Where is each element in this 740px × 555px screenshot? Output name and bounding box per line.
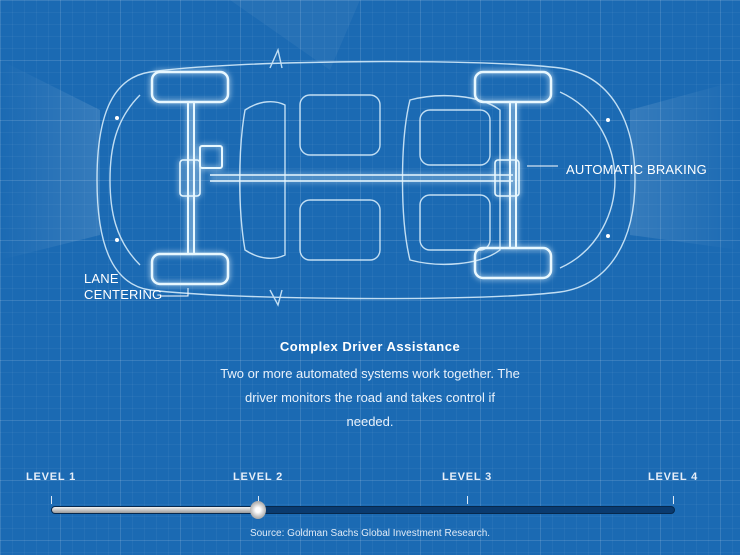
automatic-braking-label: AUTOMATIC BRAKING	[566, 162, 707, 177]
level-4-tick	[673, 496, 674, 504]
seat	[299, 94, 381, 156]
level-slider-handle[interactable]	[250, 501, 267, 519]
source-note: Source: Goldman Sachs Global Investment …	[249, 528, 491, 539]
drive-shaft	[210, 174, 513, 182]
rear-window	[239, 101, 286, 259]
windshield	[401, 95, 501, 265]
wheel	[473, 246, 553, 280]
level-1-label[interactable]: LEVEL 1	[25, 471, 77, 483]
level-2-tick	[258, 496, 259, 504]
lane-leader-line	[160, 288, 189, 297]
wheel	[150, 70, 230, 104]
rear-beam	[230, 0, 360, 70]
level-4-label[interactable]: LEVEL 4	[647, 471, 699, 483]
seat	[299, 199, 381, 261]
car-body-outline	[96, 60, 636, 300]
rear-axle	[187, 102, 195, 254]
lane-centering-label: LANE CENTERING	[84, 271, 162, 303]
motor	[199, 145, 223, 169]
lane-centering-line1: LANE	[84, 271, 119, 286]
level-1-tick	[51, 496, 52, 504]
lane-centering-line2: CENTERING	[84, 287, 163, 302]
wheel	[150, 252, 230, 286]
level-3-tick	[467, 496, 468, 504]
right-sensor-beam	[630, 80, 740, 250]
left-sensor-beam	[0, 60, 100, 260]
level-title: Complex Driver Assistance	[279, 339, 461, 354]
seat	[419, 109, 491, 166]
car-illustration	[0, 0, 740, 307]
mirror	[269, 289, 283, 307]
mirror	[269, 47, 283, 69]
level-description: Two or more automated systems work toget…	[220, 366, 520, 429]
wheel	[473, 70, 553, 104]
level-3-label[interactable]: LEVEL 3	[441, 471, 493, 483]
level-slider-fill	[52, 507, 260, 513]
seat	[419, 194, 491, 251]
level-2-label[interactable]: LEVEL 2	[232, 471, 284, 483]
level-slider-track[interactable]	[51, 506, 675, 514]
